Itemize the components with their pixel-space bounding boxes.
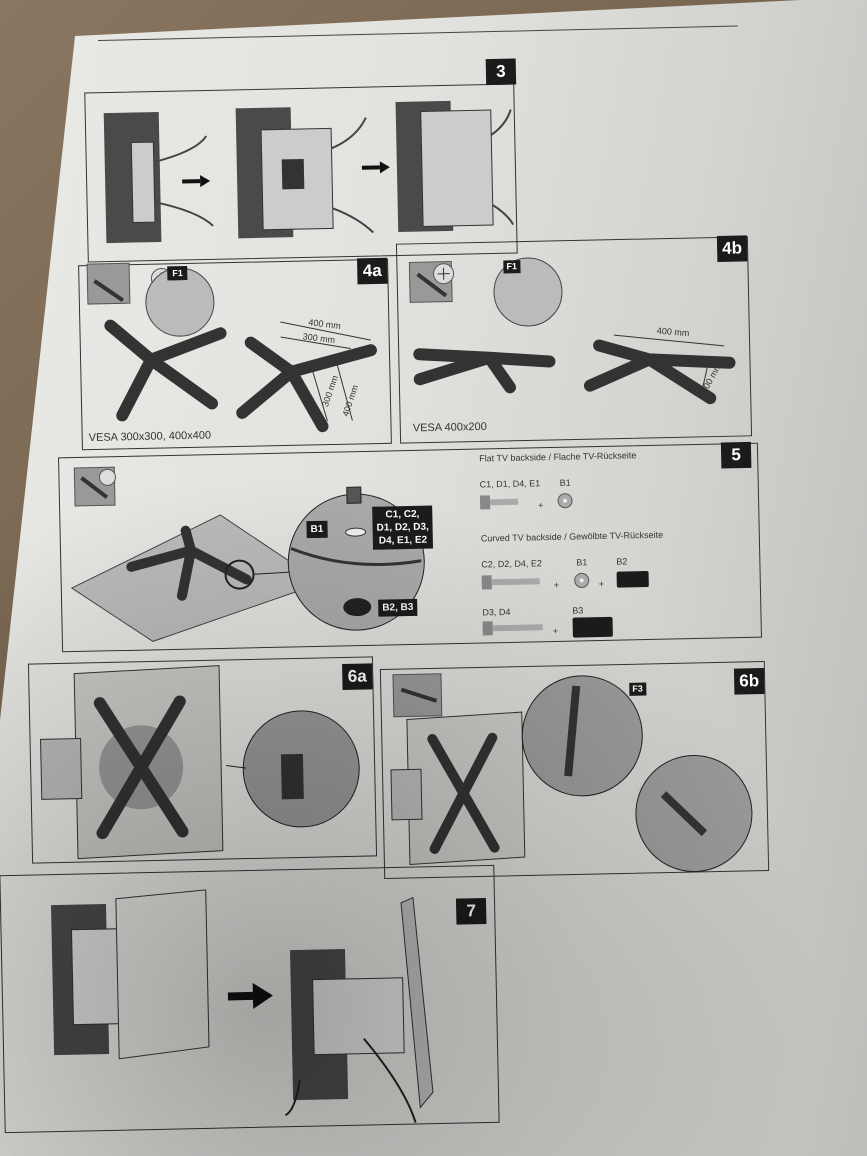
curved-screws: C2, D2, D4, E2 xyxy=(481,558,542,570)
wall-mount-sequence xyxy=(103,100,515,244)
mount-arm-attach-6a xyxy=(40,665,360,860)
curved-washer: B1 xyxy=(576,557,588,568)
zoom-washer-label: B1 xyxy=(306,520,328,539)
step-3-panel: 3 xyxy=(84,58,518,263)
step-6a-panel: 6a xyxy=(27,656,378,864)
long-screws: D3, D4 xyxy=(482,606,511,618)
vesa-plate-diagram-4a xyxy=(86,262,377,433)
step-4b-callout: F1 xyxy=(503,260,521,274)
zoom-screws-line1: C1, C2, xyxy=(385,508,420,521)
step-4a-panel: 4a F1 400 mm 300 mm 300 mm 400 mm VESA 3… xyxy=(78,257,392,451)
step-6b-callout: F3 xyxy=(629,682,646,696)
mount-arm-attach-6b xyxy=(390,673,753,873)
step-4a-callout: F1 xyxy=(169,267,186,281)
zoom-screws-line2: D1, D2, D3, xyxy=(376,521,429,534)
flat-washer: B1 xyxy=(559,477,571,488)
long-spacer: B3 xyxy=(572,605,584,616)
step-6b-panel: 6b F3 xyxy=(379,660,770,880)
long-parts xyxy=(482,616,613,638)
step-7-panel: 7 xyxy=(0,864,500,1134)
step-3-badge: 3 xyxy=(485,58,517,86)
step-4b-panel: 4b F1 400 mm 200 mm VESA 400x200 xyxy=(395,235,753,444)
zoom-screws-label: C1, C2, D1, D2, D3, D4, E1, E2 xyxy=(372,505,434,550)
zoom-screws-line3: D4, E1, E2 xyxy=(378,534,428,547)
tv-hanging-sequence xyxy=(50,889,434,1123)
vesa-caption-4b: VESA 400x200 xyxy=(412,420,487,435)
step-5-panel: 5 B1 B2, B3 C1, C2, D1, D2, D3, D4, E1, … xyxy=(58,441,762,653)
tv-backside-diagram xyxy=(70,466,425,642)
vesa-caption-4a: VESA 300x300, 400x400 xyxy=(88,429,212,445)
zoom-spacer-label: B2, B3 xyxy=(378,598,418,617)
flat-parts xyxy=(479,493,573,510)
flat-screws: C1, D1, D4, E1 xyxy=(479,478,541,490)
vesa-plate-diagram-4b xyxy=(408,257,736,405)
curved-parts xyxy=(481,571,649,590)
curved-spacer: B2 xyxy=(616,556,628,567)
